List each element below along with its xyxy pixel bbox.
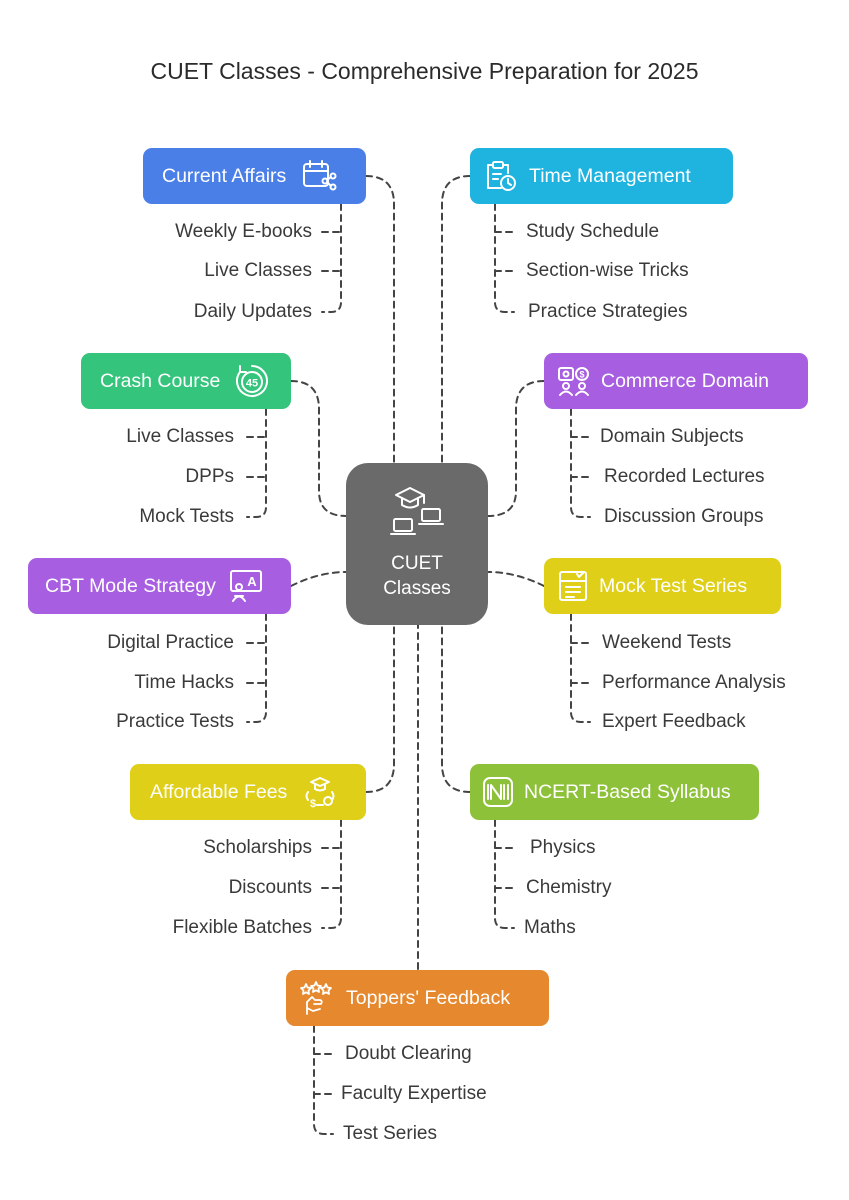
scholar-money-icon: $: [305, 777, 335, 810]
node-toppers-feedback: Toppers' Feedback: [286, 970, 549, 1026]
timer-45-icon: 45: [236, 365, 269, 397]
affordable-fees-item: Flexible Batches: [172, 917, 312, 938]
node-affordable-fees: Affordable Fees $: [130, 764, 366, 820]
center-node: CUET Classes: [346, 463, 488, 625]
current-affairs-item: Weekly E-books: [175, 221, 312, 242]
time-management-label: Time Management: [529, 164, 691, 187]
commerce-domain-label: Commerce Domain: [601, 369, 769, 392]
time-management-item: Study Schedule: [526, 221, 660, 242]
time-management-item: Section-wise Tricks: [526, 260, 689, 281]
ncert-item: Chemistry: [526, 877, 612, 898]
affordable-fees-label: Affordable Fees: [150, 780, 288, 803]
node-current-affairs: Current Affairs: [143, 148, 366, 204]
current-affairs-item: Daily Updates: [193, 301, 312, 322]
mock-test-item: Weekend Tests: [602, 632, 732, 653]
svg-text:$: $: [579, 370, 584, 380]
computer-test-icon: A: [229, 570, 262, 602]
current-affairs-label: Current Affairs: [162, 164, 287, 187]
cbt-mode-item: Practice Tests: [116, 711, 234, 732]
node-mock-test-series: Mock Test Series: [544, 558, 781, 614]
toppers-item: Test Series: [343, 1123, 437, 1144]
affordable-fees-item: Scholarships: [203, 837, 312, 858]
mock-test-label: Mock Test Series: [599, 574, 748, 597]
svg-text:45: 45: [246, 378, 258, 390]
center-label-line1: CUET: [391, 553, 443, 574]
cbt-mode-item: Time Hacks: [134, 672, 234, 693]
time-management-item: Practice Strategies: [528, 301, 688, 322]
node-ncert-syllabus: NCERT-Based Syllabus: [470, 764, 759, 820]
commerce-domain-item: Recorded Lectures: [604, 466, 765, 487]
svg-text:A: A: [247, 574, 257, 589]
crash-course-item: DPPs: [185, 466, 234, 487]
center-label-line2: Classes: [383, 578, 451, 599]
node-commerce-domain: $ Commerce Domain: [544, 353, 808, 409]
crash-course-item: Live Classes: [126, 426, 234, 447]
ncert-logo-icon: [483, 777, 513, 807]
current-affairs-item: Live Classes: [204, 260, 312, 281]
affordable-fees-item: Discounts: [228, 877, 312, 898]
ncert-item: Physics: [530, 837, 596, 858]
cbt-mode-label: CBT Mode Strategy: [45, 574, 216, 597]
ncert-item: Maths: [524, 917, 576, 938]
cbt-mode-item: Digital Practice: [107, 632, 234, 653]
node-time-management: Time Management: [470, 148, 733, 204]
stars-hand-icon: [300, 981, 332, 1015]
diagram-title: CUET Classes - Comprehensive Preparation…: [150, 58, 699, 84]
ncert-label: NCERT-Based Syllabus: [524, 780, 731, 803]
graduation-laptops-icon: [390, 487, 444, 535]
money-people-icon: $: [558, 367, 589, 396]
clipboard-clock-icon: [487, 161, 516, 191]
mock-test-item: Expert Feedback: [602, 711, 746, 732]
commerce-domain-item: Discussion Groups: [604, 506, 764, 527]
toppers-item: Faculty Expertise: [341, 1083, 487, 1104]
mock-test-item: Performance Analysis: [602, 672, 786, 693]
toppers-label: Toppers' Feedback: [346, 986, 511, 1009]
node-crash-course: Crash Course 45: [81, 353, 291, 409]
toppers-item: Doubt Clearing: [345, 1043, 472, 1064]
commerce-domain-item: Domain Subjects: [600, 426, 744, 447]
node-cbt-mode-strategy: CBT Mode Strategy A: [28, 558, 291, 614]
test-sheet-icon: [559, 571, 587, 601]
calendar-share-icon: [303, 160, 337, 191]
crash-course-label: Crash Course: [100, 369, 221, 392]
crash-course-item: Mock Tests: [139, 506, 234, 527]
svg-text:$: $: [310, 798, 316, 810]
